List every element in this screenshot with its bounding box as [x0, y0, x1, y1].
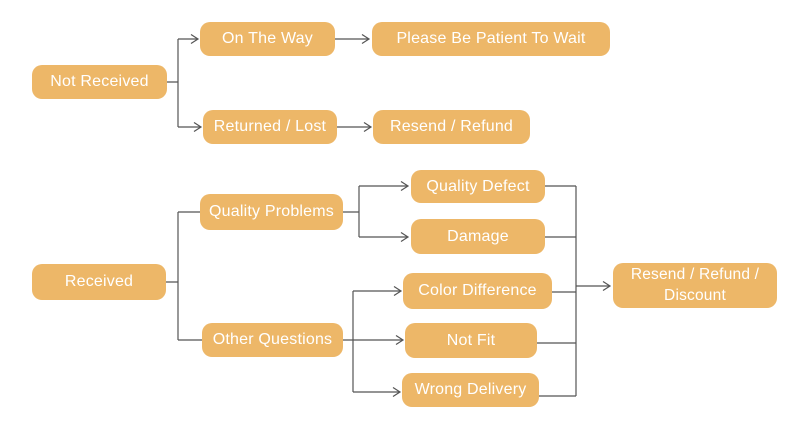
node-label: Please Be Patient To Wait	[396, 30, 586, 47]
edge-not-received-to-returned-lost	[178, 121, 203, 133]
node-on-the-way: On The Way	[200, 22, 335, 56]
edge-to-quality-defect	[359, 180, 410, 192]
node-wrong-delivery: Wrong Delivery	[402, 373, 539, 407]
edge-to-wrong-delivery	[353, 386, 402, 398]
node-received: Received	[32, 264, 166, 300]
node-quality-problems: Quality Problems	[200, 194, 343, 230]
node-label: Other Questions	[212, 331, 333, 348]
node-other-questions: Other Questions	[202, 323, 343, 357]
node-quality-defect: Quality Defect	[411, 170, 545, 203]
edge-received-stub	[166, 212, 179, 340]
node-color-difference: Color Difference	[403, 273, 552, 309]
node-label: Damage	[447, 227, 509, 245]
edge-to-color-difference	[353, 285, 403, 297]
edge-on-the-way-to-please-wait	[335, 33, 371, 45]
node-label: Quality Defect	[426, 177, 530, 195]
node-label: Received	[64, 273, 134, 290]
node-resend-refund: Resend / Refund	[373, 110, 530, 144]
edge-not-received-stub	[167, 39, 179, 127]
edge-to-not-fit	[353, 334, 405, 346]
node-returned-lost: Returned / Lost	[203, 110, 337, 144]
node-label: Wrong Delivery	[414, 381, 527, 398]
node-please-be-patient: Please Be Patient To Wait	[372, 22, 610, 56]
node-resend-refund-discount: Resend / Refund / Discount	[613, 263, 777, 308]
node-label: Not Fit	[446, 331, 496, 349]
node-label: Quality Problems	[208, 203, 335, 220]
node-label: Resend / Refund / Discount	[630, 266, 760, 304]
node-label: Not Received	[50, 73, 149, 90]
node-label: On The Way	[222, 30, 313, 47]
edge-to-resend-refund-discount	[576, 280, 612, 292]
node-label: Resend / Refund	[389, 118, 514, 135]
edge-returned-lost-to-resend-refund	[337, 121, 373, 133]
edge-quality-problems-stub	[343, 186, 360, 237]
node-damage: Damage	[411, 219, 545, 254]
node-not-received: Not Received	[32, 65, 167, 99]
node-label: Returned / Lost	[213, 118, 327, 135]
edge-to-damage	[359, 231, 410, 243]
edge-other-questions-stub	[343, 291, 354, 392]
node-label: Color Difference	[418, 282, 537, 299]
node-not-fit: Not Fit	[405, 323, 537, 358]
edge-not-received-to-on-the-way	[178, 33, 200, 45]
